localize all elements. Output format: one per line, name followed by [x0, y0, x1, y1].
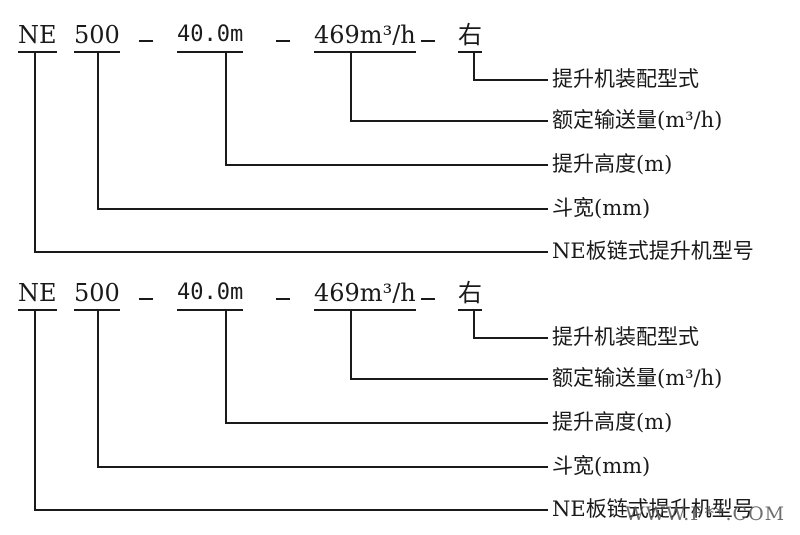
leader-line: [34, 509, 548, 511]
label-rated-capacity: 额定输送量(m³/h): [552, 366, 723, 390]
leader-line: [34, 311, 36, 510]
leader-line: [350, 53, 352, 121]
code-volume: 469m³/h: [314, 278, 416, 311]
leader-line: [473, 311, 475, 338]
code-height: 40.0m: [177, 278, 244, 311]
code-width: 500: [74, 20, 120, 53]
label-rated-capacity: 额定输送量(m³/h): [552, 108, 723, 132]
code-height: 40.0m: [177, 20, 244, 53]
label-lift-height: 提升高度(m): [552, 410, 673, 434]
leader-line: [97, 53, 99, 209]
leader-line: [225, 422, 548, 424]
code-side: 右: [458, 278, 482, 311]
model-code-diagram-1: NE 500 40.0m 469m³/h 右 提升机装配型式 额定输送量(m³/…: [0, 0, 800, 263]
code-model: NE: [18, 20, 57, 53]
leader-line: [350, 311, 352, 379]
leader-line: [350, 378, 548, 380]
leader-line: [97, 208, 548, 210]
leader-line: [473, 337, 548, 339]
leader-line: [225, 311, 227, 423]
code-separator: [276, 298, 290, 300]
code-separator: [276, 40, 290, 42]
code-separator: [139, 40, 153, 42]
watermark: WWW.F**.COM: [625, 503, 786, 525]
label-assembly-type: 提升机装配型式: [552, 325, 699, 349]
code-width: 500: [74, 278, 120, 311]
label-lift-height: 提升高度(m): [552, 152, 673, 176]
label-bucket-width: 斗宽(mm): [552, 454, 651, 478]
leader-line: [473, 53, 475, 80]
leader-line: [34, 53, 36, 252]
leader-line: [473, 79, 548, 81]
leader-line: [97, 311, 99, 467]
code-volume: 469m³/h: [314, 20, 416, 53]
code-separator: [139, 298, 153, 300]
code-separator: [421, 40, 435, 42]
leader-line: [97, 466, 548, 468]
code-side: 右: [458, 20, 482, 53]
label-assembly-type: 提升机装配型式: [552, 67, 699, 91]
leader-line: [350, 120, 548, 122]
code-separator: [421, 298, 435, 300]
label-bucket-width: 斗宽(mm): [552, 196, 651, 220]
leader-line: [225, 164, 548, 166]
label-model-number: NE板链式提升机型号: [552, 497, 754, 521]
leader-line: [225, 53, 227, 165]
label-model-number: NE板链式提升机型号: [552, 239, 754, 263]
model-code-diagram-2: NE 500 40.0m 469m³/h 右 提升机装配型式 额定输送量(m³/…: [0, 258, 800, 521]
code-model: NE: [18, 278, 57, 311]
leader-line: [34, 251, 548, 253]
